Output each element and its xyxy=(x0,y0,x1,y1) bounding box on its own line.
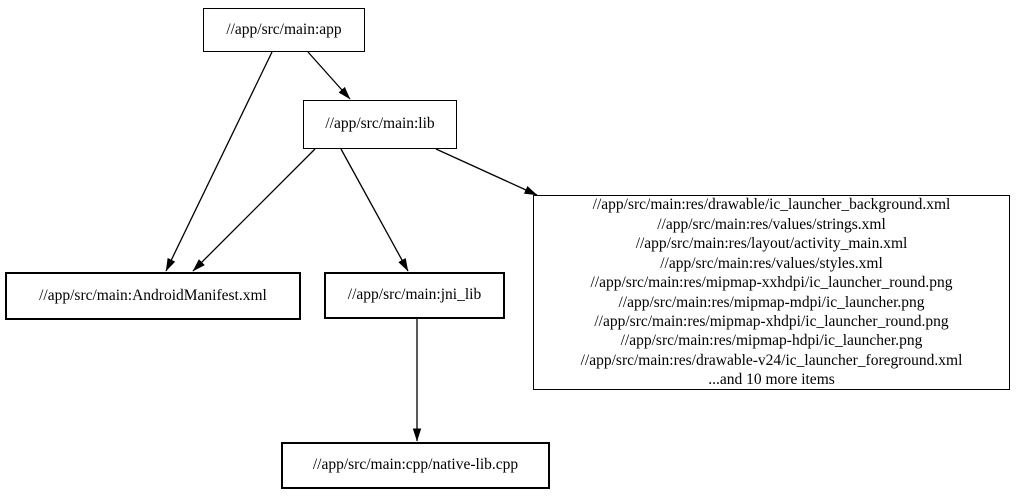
edge-app-lib xyxy=(307,51,351,100)
edge-lib-jni-lib xyxy=(340,148,409,272)
resource-item: //app/src/main:res/mipmap-mdpi/ic_launch… xyxy=(618,293,925,311)
resource-item: //app/src/main:res/values/styles.xml xyxy=(660,254,883,272)
resource-item: //app/src/main:res/layout/activity_main.… xyxy=(635,235,908,253)
edge-app-manifest xyxy=(165,51,273,272)
node-resources-list: //app/src/main:res/drawable/ic_launcher_… xyxy=(533,195,1010,390)
node-android-manifest: //app/src/main:AndroidManifest.xml xyxy=(5,272,301,320)
resource-item: //app/src/main:res/drawable/ic_launcher_… xyxy=(592,196,951,214)
node-lib-label: //app/src/main:lib xyxy=(325,115,435,133)
node-app: //app/src/main:app xyxy=(203,8,365,52)
edge-lib-resources xyxy=(435,148,538,196)
node-jni-lib-label: //app/src/main:jni_lib xyxy=(347,286,482,304)
node-jni-lib: //app/src/main:jni_lib xyxy=(324,272,505,319)
node-app-label: //app/src/main:app xyxy=(226,20,342,38)
resource-item: //app/src/main:res/mipmap-hdpi/ic_launch… xyxy=(620,332,923,350)
node-native-lib-cpp: //app/src/main:cpp/native-lib.cpp xyxy=(281,442,550,489)
resource-more-items: ...and 10 more items xyxy=(708,371,835,389)
node-android-manifest-label: //app/src/main:AndroidManifest.xml xyxy=(39,286,267,304)
node-native-lib-cpp-label: //app/src/main:cpp/native-lib.cpp xyxy=(312,456,519,474)
edge-lib-manifest xyxy=(192,148,316,272)
resource-item: //app/src/main:res/mipmap-xxhdpi/ic_laun… xyxy=(590,274,953,292)
resource-item: //app/src/main:res/mipmap-xhdpi/ic_launc… xyxy=(594,312,949,330)
node-lib: //app/src/main:lib xyxy=(303,100,457,149)
resource-item: //app/src/main:res/drawable-v24/ic_launc… xyxy=(580,351,963,369)
resource-item: //app/src/main:res/values/strings.xml xyxy=(657,215,886,233)
